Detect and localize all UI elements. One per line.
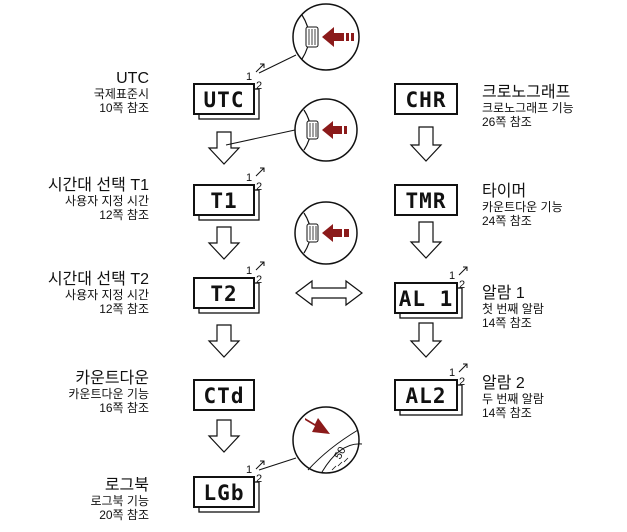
page-reference: 12쪽 참조 xyxy=(99,208,149,223)
mode-label-chr: 크로노그래프 크로노그래프 기능 26쪽 참조 xyxy=(482,84,574,130)
subdisplay-2-label: 2 xyxy=(256,80,262,92)
page-reference: 26쪽 참조 xyxy=(482,115,532,130)
page-reference: 14쪽 참조 xyxy=(482,406,532,421)
mode-title: 시간대 선택 T1 xyxy=(47,177,149,194)
mode-description: 사용자 지정 시간 xyxy=(65,288,149,303)
mode-title: 알람 2 xyxy=(482,375,525,392)
page-reference: 14쪽 참조 xyxy=(482,316,532,331)
subdisplay-2-label: 2 xyxy=(459,376,465,388)
mode-description: 카운트다운 기능 xyxy=(68,387,149,402)
page-reference: 10쪽 참조 xyxy=(99,101,149,116)
mode-label-tmr: 타이머 카운트다운 기능 24쪽 참조 xyxy=(482,183,563,229)
subdisplay-1-label: 1 xyxy=(246,172,252,184)
mode-label-utc: UTC 국제표준시 10쪽 참조 xyxy=(94,70,149,116)
mode-description: 사용자 지정 시간 xyxy=(65,194,149,209)
display-tmr: TMR xyxy=(394,184,458,216)
subdisplay-1-label: 1 xyxy=(246,265,252,277)
mode-description: 두 번째 알람 xyxy=(482,392,544,407)
page-reference: 24쪽 참조 xyxy=(482,214,532,229)
mode-title: 크로노그래프 xyxy=(482,84,571,101)
display-ctd: CTd xyxy=(193,379,255,411)
display-al2: AL2 1 2 xyxy=(394,367,465,416)
lcd-text: CHR xyxy=(406,88,447,112)
lcd-text: TMR xyxy=(406,189,447,213)
subdisplay-2-label: 2 xyxy=(256,274,262,286)
mode-label-al2: 알람 2 두 번째 알람 14쪽 참조 xyxy=(482,375,544,421)
mode-label-al1: 알람 1 첫 번째 알람 14쪽 참조 xyxy=(482,285,544,331)
mode-title: 알람 1 xyxy=(482,285,525,302)
subdisplay-2-label: 2 xyxy=(256,473,262,485)
mode-title: 타이머 xyxy=(482,183,527,200)
mode-description: 크로노그래프 기능 xyxy=(482,101,574,116)
button-press-icon xyxy=(258,3,360,74)
mode-description: 국제표준시 xyxy=(93,87,149,102)
subdisplay-1-label: 1 xyxy=(449,367,455,379)
mode-label-ctd: 카운트다운 카운트다운 기능 16쪽 참조 xyxy=(68,370,149,416)
double-arrow-icon xyxy=(295,279,363,307)
mode-title: UTC xyxy=(116,70,149,87)
mode-label-lgb: 로그북 로그북 기능 20쪽 참조 xyxy=(90,477,149,523)
lcd-text: T2 xyxy=(210,282,237,306)
bezel-number: 50 xyxy=(332,445,349,462)
mode-label-t2: 시간대 선택 T2 사용자 지정 시간 12쪽 참조 xyxy=(48,271,149,317)
button-press-icon xyxy=(294,201,358,265)
bezel-turn-icon: 50 xyxy=(258,406,363,474)
subdisplay-2-label: 2 xyxy=(256,181,262,193)
display-chr: CHR xyxy=(394,83,458,115)
mode-label-t1: 시간대 선택 T1 사용자 지정 시간 12쪽 참조 xyxy=(48,177,149,223)
mode-title: 시간대 선택 T2 xyxy=(47,271,149,288)
subdisplay-2-label: 2 xyxy=(459,279,465,291)
small-swap-arrow-icon xyxy=(255,63,468,470)
subdisplay-1-label: 1 xyxy=(246,71,252,83)
display-al1: AL 1 1 2 xyxy=(394,270,465,319)
mode-description: 로그북 기능 xyxy=(90,494,149,509)
page-reference: 16쪽 참조 xyxy=(99,401,149,416)
mode-title: 로그북 xyxy=(104,477,149,494)
mode-title: 카운트다운 xyxy=(75,370,149,387)
display-t1: T1 1 2 xyxy=(193,172,262,221)
lcd-text: AL 1 xyxy=(399,287,454,311)
lcd-text: AL2 xyxy=(406,384,447,408)
lcd-text: UTC xyxy=(204,88,245,112)
mode-description: 첫 번째 알람 xyxy=(482,302,544,317)
subdisplay-1-label: 1 xyxy=(449,270,455,282)
lcd-text: CTd xyxy=(204,384,245,408)
lcd-text: T1 xyxy=(210,189,237,213)
display-lgb: LGb 1 2 xyxy=(193,464,262,513)
lcd-text: LGb xyxy=(204,481,245,505)
page-reference: 12쪽 참조 xyxy=(99,302,149,317)
display-t2: T2 1 2 xyxy=(193,265,262,314)
subdisplay-1-label: 1 xyxy=(246,464,252,476)
page-reference: 20쪽 참조 xyxy=(99,508,149,523)
mode-description: 카운트다운 기능 xyxy=(482,200,563,215)
down-arrow-icon xyxy=(207,126,443,453)
button-press-icon xyxy=(225,98,358,162)
display-utc: UTC 1 2 xyxy=(193,71,262,120)
